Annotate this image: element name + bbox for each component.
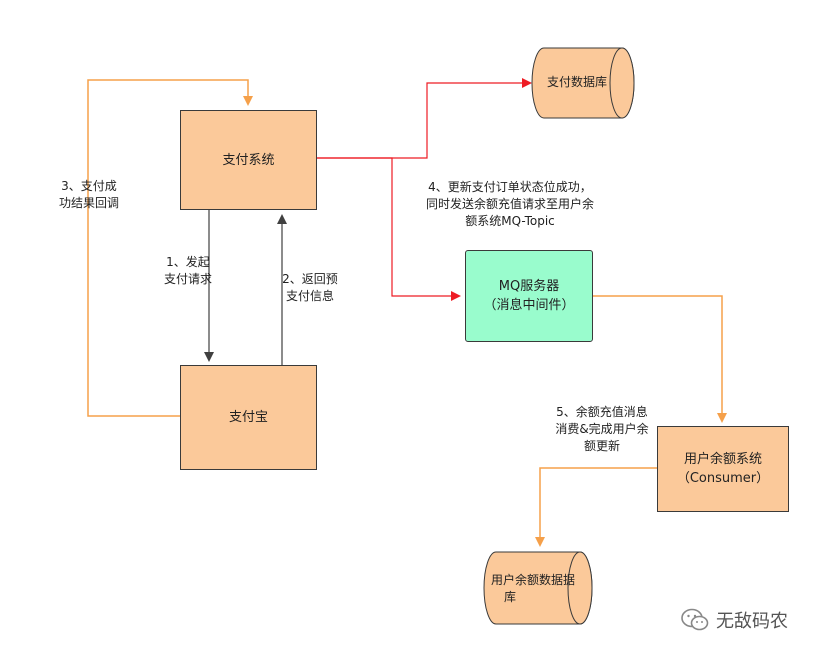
alipay-node: 支付宝	[180, 365, 317, 470]
callback-label: 3、支付成 功结果回调	[58, 179, 119, 210]
balance-system-label: 用户余额系统	[683, 452, 762, 467]
mq-server-node: MQ服务器 （消息中间件）	[465, 250, 593, 342]
write-balance-db-arrow	[535, 467, 658, 547]
mq-server-label: MQ服务器	[498, 279, 560, 294]
callback-arrow	[87, 79, 253, 417]
send-mq-arrow	[317, 157, 461, 301]
mq-server-sublabel: （消息中间件）	[483, 298, 575, 313]
consume-label: 5、余额充值消息 消费&完成用户余 额更新	[555, 405, 649, 453]
consume-arrow	[593, 295, 727, 423]
balance-db-label: 用户余额数据据 库	[484, 572, 582, 606]
watermark: 无敌码农	[680, 607, 788, 633]
watermark-text: 无敌码农	[716, 611, 788, 632]
write-payment-db-arrow	[317, 78, 532, 159]
payment-system-label: 支付系统	[222, 152, 275, 168]
balance-db-label-line2: 库	[504, 590, 517, 604]
balance-db-cylinder	[483, 551, 593, 625]
payment-db-label: 支付数据库	[546, 75, 607, 89]
balance-db-label-line1: 用户余额数据据	[490, 573, 575, 587]
update-order-label: 4、更新支付订单状态位成功， 同时发送余额充值请求至用户余 额系统MQ-Topi…	[425, 180, 594, 228]
payment-system-node: 支付系统	[180, 110, 317, 210]
wechat-icon	[681, 608, 709, 631]
return-info-label: 2、返回预 支付信息	[282, 272, 338, 303]
initiate-request-label: 1、发起 支付请求	[163, 255, 212, 286]
alipay-label: 支付宝	[228, 410, 268, 425]
balance-system-node: 用户余额系统 （Consumer）	[657, 426, 789, 512]
balance-system-sublabel: （Consumer）	[676, 471, 770, 486]
payment-db-cylinder	[531, 47, 635, 119]
